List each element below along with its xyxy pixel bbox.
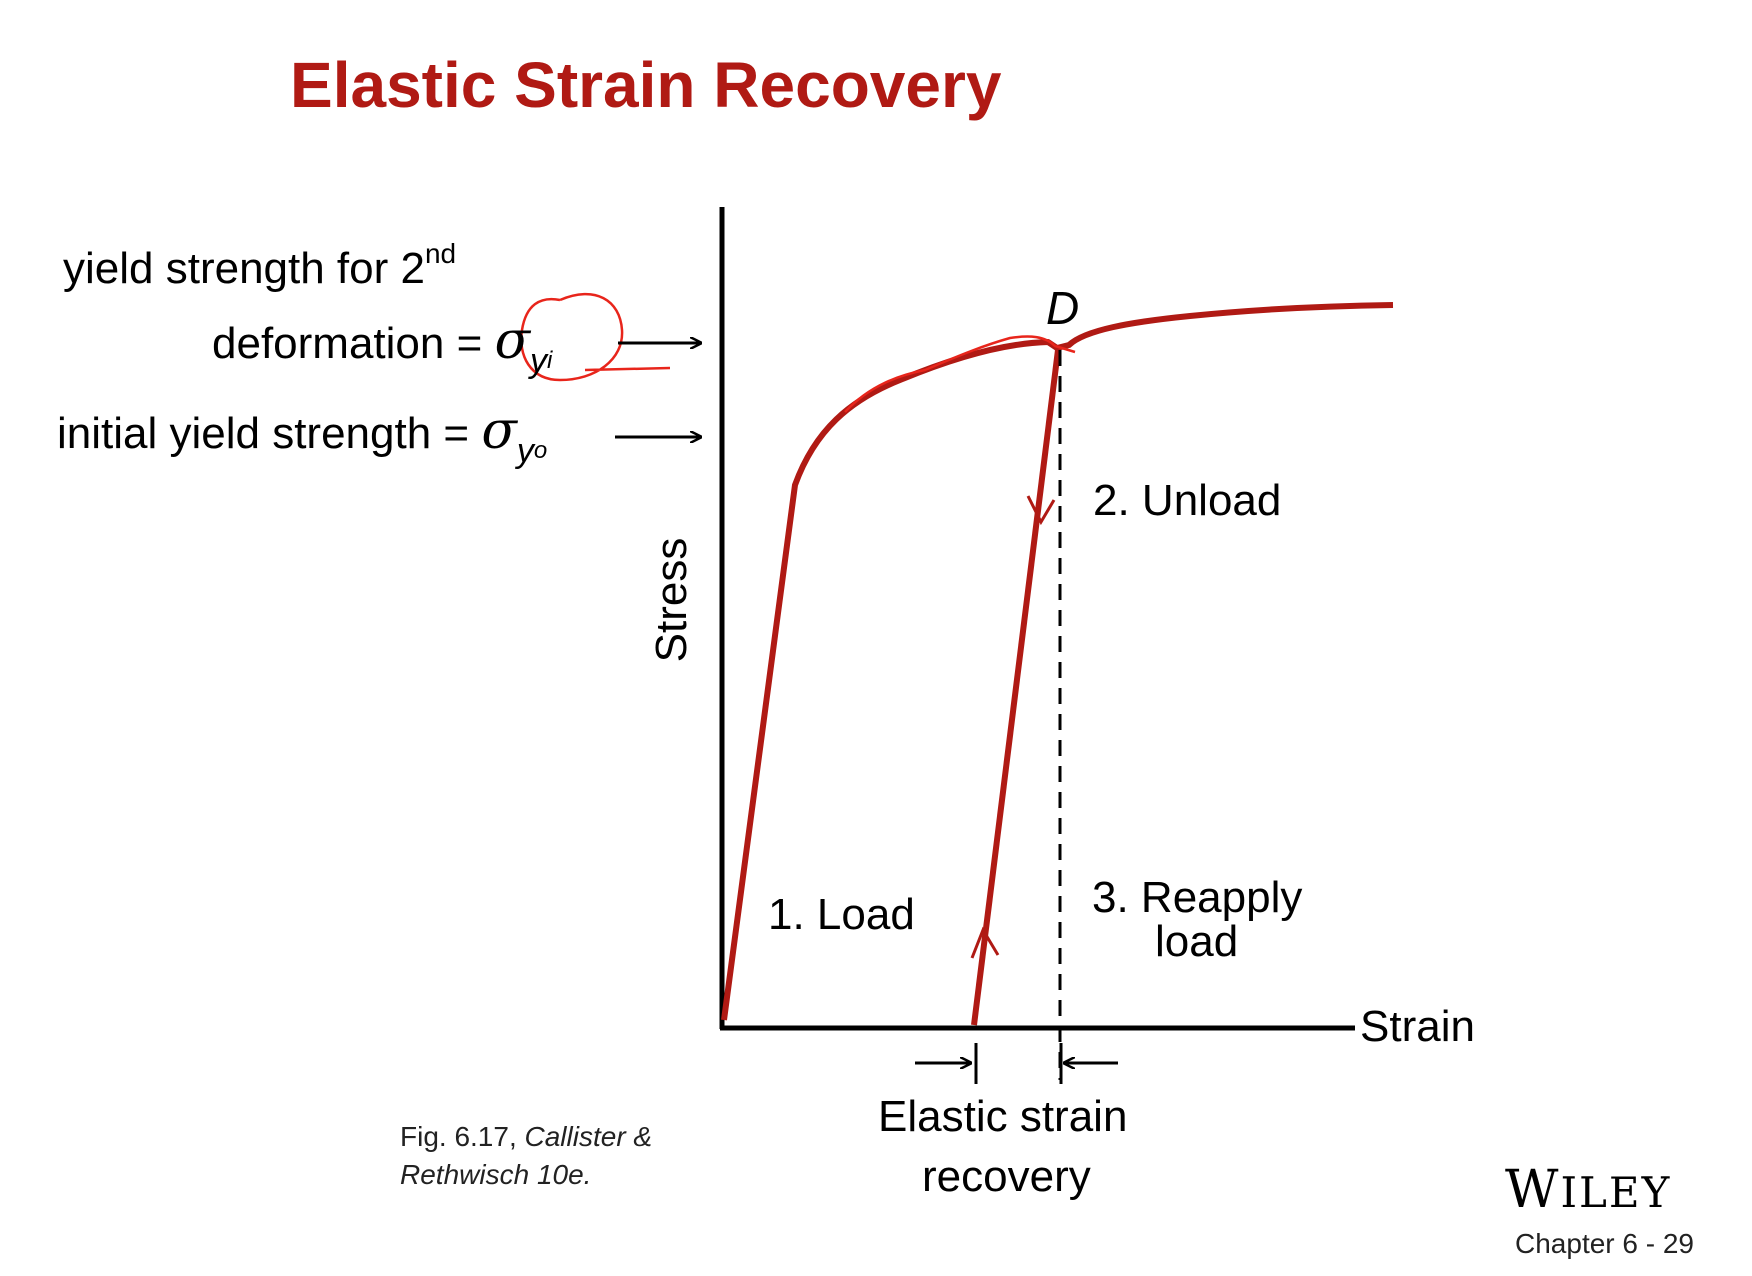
load-curve bbox=[721, 302, 1394, 1021]
reapply-label-line2: load bbox=[1155, 917, 1239, 966]
wiley-logo-rest: ILEY bbox=[1560, 1168, 1672, 1217]
initial-yield-label: initial yield strength = σyo bbox=[57, 405, 547, 468]
annotation-trace bbox=[844, 335, 1076, 413]
sigma-yo-sub: y bbox=[516, 432, 534, 470]
unload-line bbox=[971, 349, 1061, 1026]
point-d-label: D bbox=[1046, 282, 1080, 334]
reapply-label-line1: 3. Reapply bbox=[1092, 873, 1303, 922]
sigma-yi-symbol: σ bbox=[494, 311, 531, 371]
caption-authors1: Callister & bbox=[524, 1121, 653, 1152]
reload-arrow-icon bbox=[970, 926, 1000, 959]
yield-2nd-label-line1: yield strength for 2nd bbox=[63, 240, 456, 293]
deformation-text: deformation = bbox=[212, 319, 483, 368]
recovery-label-line1: Elastic strain bbox=[878, 1092, 1128, 1141]
yield-2nd-text: yield strength for 2 bbox=[63, 244, 425, 293]
initial-yield-text: initial yield strength = bbox=[57, 409, 470, 458]
figure-caption: Fig. 6.17, Callister & Rethwisch 10e. bbox=[400, 1118, 652, 1194]
sigma-yi-subsub: i bbox=[547, 347, 553, 374]
yield-2nd-label-line2: deformation = σyi bbox=[212, 315, 552, 378]
sigma-yo-subsub: o bbox=[533, 437, 548, 464]
wiley-logo: WILEY bbox=[1505, 1160, 1671, 1220]
load-label: 1. Load bbox=[768, 890, 915, 939]
unload-label: 2. Unload bbox=[1093, 476, 1282, 525]
wiley-logo-initial: W bbox=[1505, 1160, 1561, 1220]
unload-arrow-icon bbox=[1026, 495, 1056, 526]
recovery-label-line2: recovery bbox=[922, 1152, 1091, 1201]
sigma-yi-sub: y bbox=[530, 342, 548, 380]
yield-2nd-sup: nd bbox=[424, 238, 457, 269]
y-axis-label: Stress bbox=[647, 537, 696, 663]
sigma-yo-symbol: σ bbox=[481, 401, 517, 461]
x-axis-label: Strain bbox=[1360, 1002, 1475, 1051]
caption-fig: Fig. 6.17, bbox=[400, 1121, 525, 1152]
caption-authors2: Rethwisch 10e. bbox=[400, 1159, 592, 1190]
slide-title: Elastic Strain Recovery bbox=[290, 49, 1002, 121]
chapter-page-footer: Chapter 6 - 29 bbox=[1515, 1228, 1694, 1259]
annotation-circle bbox=[520, 292, 671, 382]
